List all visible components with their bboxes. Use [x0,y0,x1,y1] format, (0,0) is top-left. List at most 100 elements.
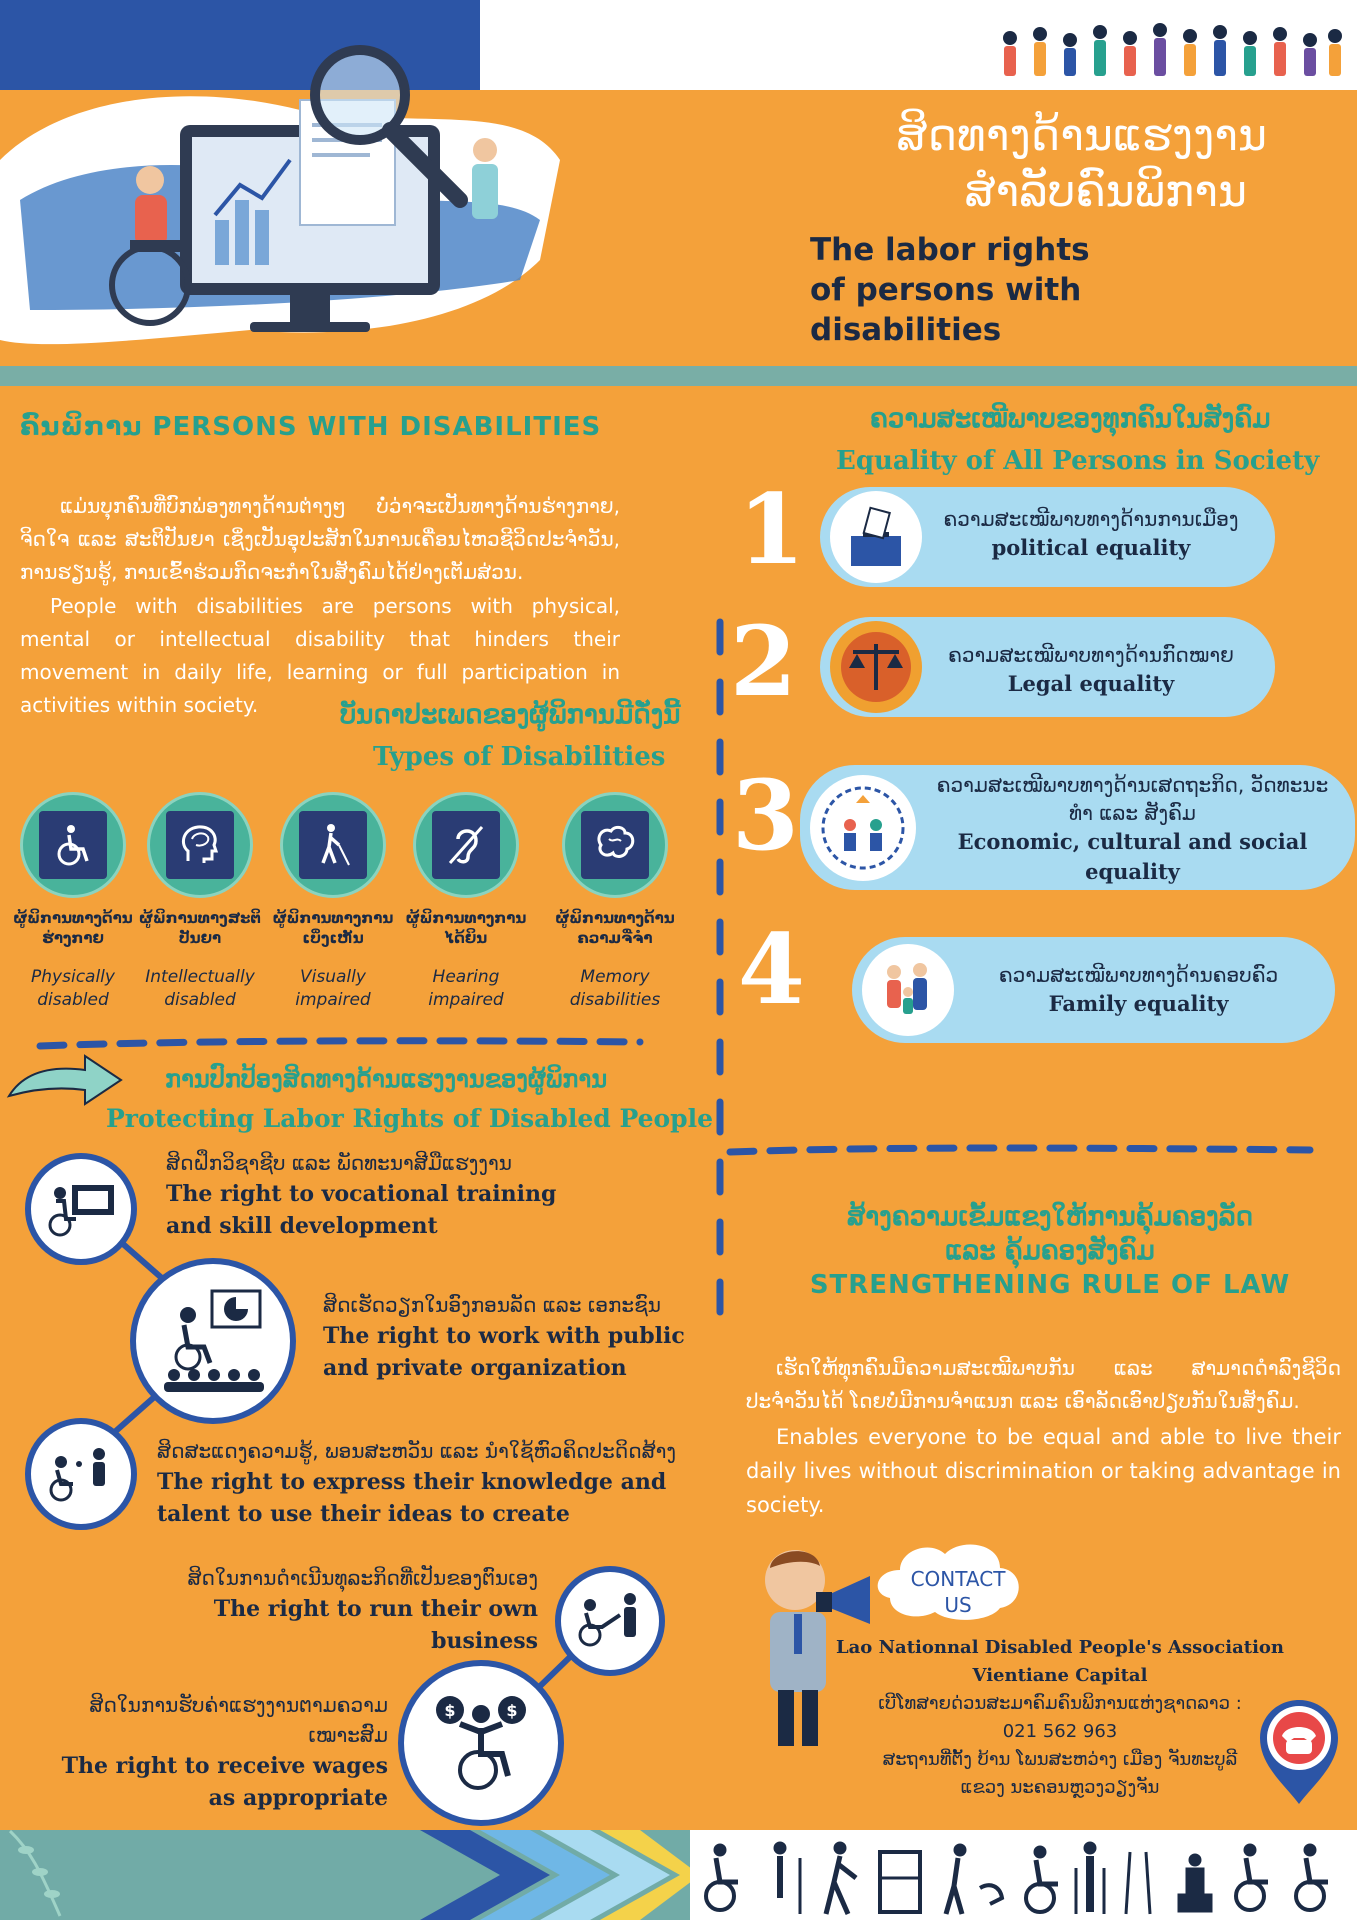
right-circle-express [25,1418,137,1530]
title-en-line1: The labor rights [810,232,1090,268]
right-circle-work [130,1258,296,1424]
presentation-icon [164,1289,264,1392]
right-label-lao: ສິດເຮັດວຽກໃນອົງກອນລັດ ແລະ ເອກະຊົນ [323,1293,661,1317]
title-lao-line2: ສຳລັບຄົນພິການ [964,166,1247,217]
disability-label-lao: ຜູ້ພິການທາງດ້ານຮ່າງກາຍ [13,909,133,947]
money-wheelchair-icon: $$ [436,1696,526,1790]
ear-icon [413,792,519,898]
justice-scale-icon [830,621,922,713]
contact-address-line2: ແຂວງ ນະຄອນຫຼວງວຽງຈັນ [960,1777,1160,1798]
head-icon [147,792,253,898]
protect-heading-en: Protecting Labor Rights of Disabled Peop… [106,1104,714,1133]
equality-label-en: Economic, cultural and social equality [957,829,1308,884]
disability-label-lao: ຜູ້ພິການທາງການໄດ້ຍິນ [405,909,527,947]
disability-label-lao: ຜູ້ພິການທາງສະຕິປັນຍາ [138,909,261,947]
disability-label-lao: ຜູ້ພິການທາງດ້ານຄວາມຈື່ຈໍາ [555,909,675,947]
equality-label-en: Family equality [1048,991,1229,1016]
workshop-icon [48,1185,114,1237]
rule-para-en: Enables everyone to be equal and able to… [746,1425,1341,1517]
crowd-illustration [1003,23,1342,76]
equality-number-1: 1 [738,473,805,586]
title-en-line2: of persons with [810,272,1082,308]
right-label-lao: ສິດຝຶກວິຊາຊີບ ແລະ ພັດທະນາສີມືແຮງງານ [166,1151,512,1175]
equality-label-lao: ຄວາມສະເໝີພາບທາງດ້ານການເມືອງ [943,507,1239,531]
brain-icon [562,792,668,898]
equality-label-en: Legal equality [1007,671,1175,696]
right-circle-vocational [25,1153,137,1265]
title-en-line3: disabilities [810,312,1002,348]
right-text-business: ສິດໃນການດໍາເນີນທຸລະກິດທີ່ເປັນຂອງຕົນເອງ T… [90,1563,538,1657]
arrow-icon [6,1054,123,1106]
equality-heading-lao: ຄວາມສະເໝີພາບຂອງທຸກຄົນໃນສັງຄົມ [870,404,1271,434]
pwd-para-en: People with disabilities are persons wit… [20,594,620,717]
idea-sharing-icon [49,1448,105,1502]
contact-address-line1: ສະຖານທີ່ຕັ້ງ ບ້ານ ໂພນສະຫວ່າງ ເມືອງ ຈັນທະ… [882,1749,1238,1770]
right-circle-business [555,1566,665,1676]
types-heading-en: Types of Disabilities [373,742,666,772]
contact-phone[interactable]: 021 562 963 [1002,1721,1118,1742]
right-text-express: ສິດສະແດງຄວາມຮູ້, ພອນສະຫວັນ ແລະ ນໍາໃຊ້ຫົວ… [157,1436,676,1530]
equality-pill-political: ຄວາມສະເໝີພາບທາງດ້ານການເມືອງ political eq… [820,487,1275,587]
title-lao-line1: ສິດທາງດ້ານແຮງງານ [896,110,1267,161]
pwd-para-lao: ແມ່ນບຸກຄົນທີ່ບົກພ່ອງທາງດ້ານຕ່າງໆ ບໍ່ວ່າຈ… [20,494,620,584]
contact-hotline-label: ເບີໂທສາຍດ່ວນສະມາຄົມຄົນພິການແຫ່ງຊາດລາວ : [878,1693,1242,1714]
equality-number-3: 3 [732,759,799,872]
megaphone-man-illustration [765,1544,1019,1746]
equality-number-4: 4 [738,913,805,1026]
teal-divider-band [0,366,1357,386]
rule-heading-en: STRENGTHENING RULE OF LAW [809,1270,1291,1300]
handshake-icon [578,1593,636,1647]
equality-number-2: 2 [730,605,797,718]
right-text-vocational: ສິດຝຶກວິຊາຊີບ ແລະ ພັດທະນາສີມືແຮງງານ The … [166,1148,556,1242]
protect-heading-lao: ການປົກປ້ອງສິດທາງດ້ານແຮງງານຂອງຜູ້ພິການ [165,1064,608,1093]
family-icon [862,944,954,1036]
footer-pictograms [704,1841,1328,1916]
right-label-lao: ສິດໃນການດໍາເນີນທຸລະກິດທີ່ເປັນຂອງຕົນເອງ [187,1566,538,1590]
contact-org: Lao Nationnal Disabled People's Associat… [835,1637,1285,1658]
equality-heading-en: Equality of All Persons in Society [836,446,1320,476]
equality-label-lao: ຄວາມສະເໝີພາບທາງດ້ານກົດໝາຍ [948,643,1234,667]
blind-cane-icon [280,792,386,898]
svg-text:$: $ [444,1701,455,1720]
header-white-block [480,0,1357,90]
rule-para-lao: ເຮັດໃຫ້ທຸກຄົນມີຄວາມສະເໝີພາບກັນ ແລະ ສາມາດ… [746,1356,1341,1413]
equality-pill-legal: ຄວາມສະເໝີພາບທາງດ້ານກົດໝາຍ Legal equality [820,617,1275,717]
equality-pill-economic: ຄວາມສະເໝີພາບທາງດ້ານເສດຖະກິດ, ວັດທະນະທໍາ … [800,765,1355,890]
rule-heading-lao: ສ້າງຄວາມເຂັ້ມແຂງໃຫ້ການຄຸ້ມຄອງລັດ ແລະ ຄຸ້… [847,1202,1253,1266]
phone-pin-icon [1260,1700,1338,1804]
svg-text:$: $ [506,1701,517,1720]
equality-pill-family: ຄວາມສະເໝີພາບທາງດ້ານຄອບຄົວ Family equalit… [852,937,1335,1043]
right-text-work: ສິດເຮັດວຽກໃນອົງກອນລັດ ແລະ ເອກະຊົນ The ri… [323,1290,685,1384]
right-label-lao: ສິດໃນການຮັບຄ່າແຮງງານຕາມຄວາມເໝາະສົມ [89,1693,388,1747]
contact-us-bubble: CONTACT US [910,1567,1006,1617]
wheelchair-icon [20,792,126,898]
equality-label-lao: ຄວາມສະເໝີພາບທາງດ້ານຄອບຄົວ [998,963,1279,987]
footer-chevrons [8,1830,700,1920]
equality-label-lao: ຄວາມສະເໝີພາບທາງດ້ານເສດຖະກິດ, ວັດທະນະທໍາ … [936,773,1329,825]
right-label-en: The right to express their knowledge and… [157,1469,667,1527]
right-circle-wages: $$ [398,1660,564,1826]
contact-city: Vientiane Capital [972,1665,1148,1686]
types-heading-lao: ບັນດາປະເພດຂອງຜູ້ພິການມີດັ່ງນີ້ [340,700,681,730]
right-text-wages: ສິດໃນການຮັບຄ່າແຮງງານຕາມຄວາມເໝາະສົມ The r… [18,1690,388,1814]
title-en: The labor rights of persons with disabil… [810,230,1230,350]
header-illustration [0,45,560,345]
equality-label-en: political equality [991,535,1191,560]
ballot-box-icon [830,491,922,583]
society-icon [810,774,916,881]
disability-label-lao: ຜູ້ພິການທາງການເບິ່ງເຫັນ [272,909,394,947]
